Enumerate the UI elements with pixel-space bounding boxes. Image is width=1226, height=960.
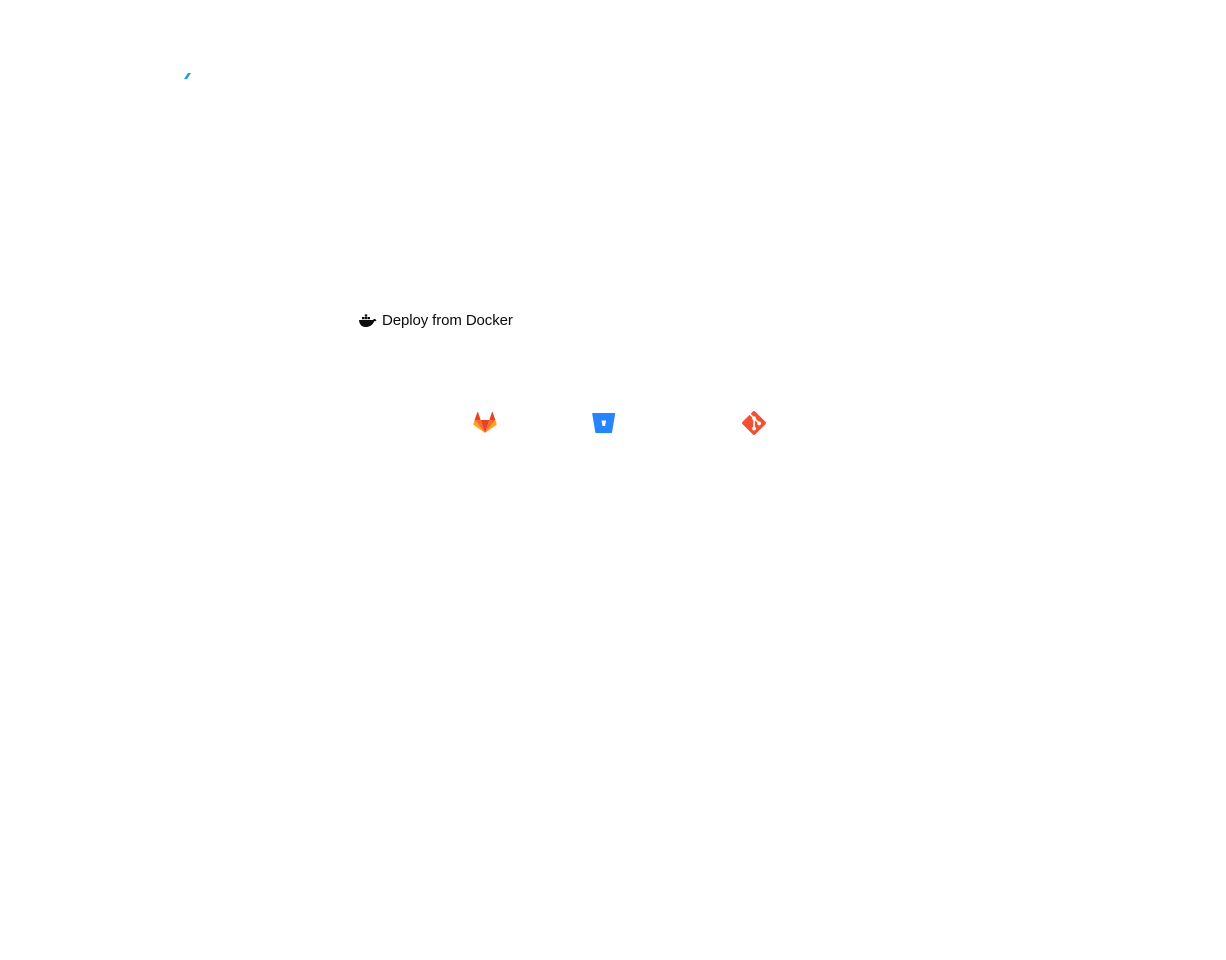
bitbucket-icon xyxy=(592,412,616,439)
gitlab-icon xyxy=(473,411,497,439)
git-icon xyxy=(742,410,766,440)
deploy-from-docker-label: Deploy from Docker xyxy=(382,312,513,329)
brand-slash-icon xyxy=(178,68,194,82)
docker-icon xyxy=(358,314,377,328)
gitlab-button[interactable] xyxy=(472,411,498,439)
git-button[interactable] xyxy=(741,410,767,440)
deploy-from-docker-button[interactable]: Deploy from Docker xyxy=(358,310,513,332)
bitbucket-button[interactable] xyxy=(591,412,617,438)
